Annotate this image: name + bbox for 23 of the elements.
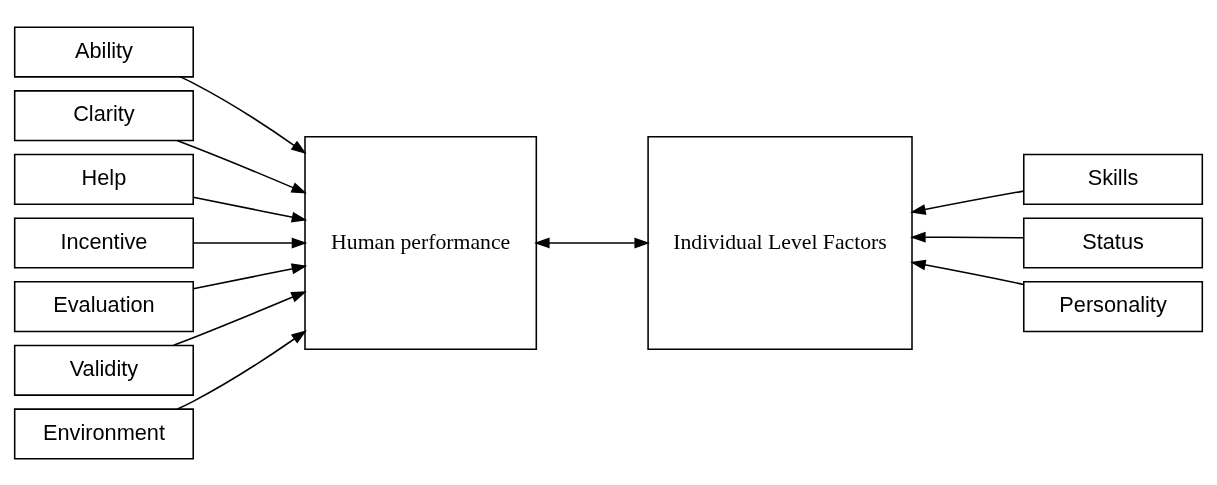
arrow <box>534 237 650 248</box>
node-box: Evaluation <box>13 280 194 332</box>
arrow <box>910 259 1025 285</box>
arrow <box>910 231 1025 243</box>
arrow <box>192 262 308 290</box>
node-box: Ability <box>13 25 194 78</box>
node-box: Help <box>13 153 194 205</box>
arrow <box>172 290 307 346</box>
node-box: Clarity <box>13 89 194 141</box>
node-box: Environment <box>13 407 194 460</box>
node-box: Validity <box>13 344 194 396</box>
node-box: Human performance <box>304 135 538 350</box>
arrow <box>176 329 307 410</box>
node-box: Status <box>1023 216 1204 269</box>
arrow <box>179 75 307 154</box>
node-box: Individual Level Factors <box>647 135 913 350</box>
arrow <box>192 195 308 223</box>
node-box: Skills <box>1023 153 1204 205</box>
arrow <box>192 237 308 248</box>
arrow <box>910 189 1025 215</box>
node-box: Incentive <box>13 216 194 269</box>
arrow <box>176 139 307 194</box>
node-box: Personality <box>1023 280 1204 332</box>
